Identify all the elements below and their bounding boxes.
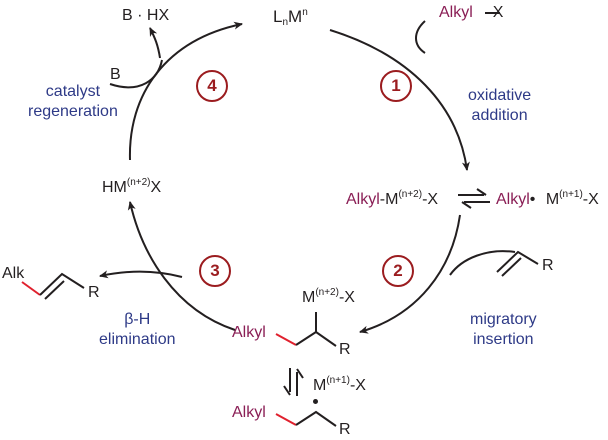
insertion-r-label: R	[339, 341, 351, 358]
arc-step-2	[359, 214, 461, 334]
product-r-label: R	[88, 284, 100, 301]
product-alk-label: Alk	[2, 265, 25, 282]
step-1-badge: 1	[380, 70, 412, 102]
equilibrium-arrows-horizontal	[458, 188, 490, 209]
base-hx-label: B · HX	[122, 7, 170, 24]
radical-metal-label: M(n+1)-X	[313, 375, 366, 394]
step-3-badge: 3	[199, 255, 231, 287]
insertion-metal-label: M(n+2)-X	[302, 287, 355, 306]
insertion-alkyl-label: Alkyl	[232, 324, 266, 341]
oxidative-adduct-label: Alkyl-M(n+2)-X	[346, 189, 439, 208]
bhx-release-arrow	[149, 27, 161, 59]
radical-intermediate-skeleton	[275, 410, 337, 427]
product-skeleton	[21, 272, 85, 300]
catalyst-label: LnMn	[273, 7, 308, 28]
radical-pair-label: Alkyl• M(n+1)-X	[496, 189, 599, 208]
arc-step-1	[329, 29, 470, 171]
insertion-product-skeleton	[275, 312, 337, 347]
substrate-entry-curve	[415, 20, 426, 54]
radical-r-label: R	[339, 421, 351, 438]
step-2-badge: 2	[382, 255, 414, 287]
base-label: B	[110, 66, 121, 83]
alkene-entry-curve	[449, 250, 516, 276]
radical-dot	[313, 399, 318, 404]
base-entry-curve	[109, 59, 163, 89]
step-4-badge: 4	[196, 70, 228, 102]
alkene-structure	[496, 250, 539, 277]
arc-step-3	[127, 201, 236, 331]
alkene-r-label: R	[542, 257, 554, 274]
hydride-label: HM(n+2)X	[102, 177, 162, 196]
equilibrium-arrows-vertical	[283, 368, 304, 396]
product-release-arrow	[99, 270, 183, 279]
radical-alkyl-label: Alkyl	[232, 404, 266, 421]
